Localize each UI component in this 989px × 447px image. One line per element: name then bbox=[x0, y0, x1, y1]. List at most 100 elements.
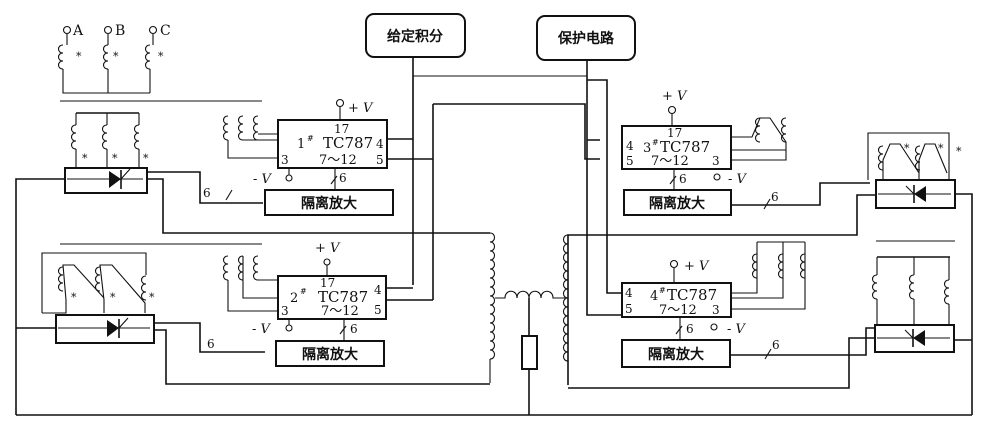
pin-4-label: 4 bbox=[376, 137, 384, 151]
neg-supply-terminal bbox=[713, 173, 721, 181]
pos-supply-label: + V bbox=[315, 241, 341, 256]
bus-label: 6 bbox=[339, 171, 347, 185]
pos-supply-terminal bbox=[323, 258, 331, 266]
isolation-amp-label: 隔离放大 bbox=[649, 195, 705, 212]
tc787-ic-3: + V 17 4 5 3 # TC787 7～12 3 - V 6 隔离放大 6 bbox=[621, 89, 870, 216]
neg-supply-label: - V bbox=[252, 322, 272, 337]
winding-mark: * bbox=[938, 142, 944, 155]
three-phase-input: A * B * C * bbox=[57, 23, 262, 102]
winding-mark: * bbox=[956, 145, 962, 158]
ic-index: 3 bbox=[643, 141, 651, 156]
ic-mark: # bbox=[300, 287, 307, 296]
pos-supply-label: + V bbox=[684, 259, 710, 274]
ic-mark: # bbox=[307, 134, 314, 143]
thyristor-module-4 bbox=[568, 240, 972, 389]
tc787-ic-2: + V 17 2 # TC787 7～12 3 4 5 - V 6 隔离放大 bbox=[222, 241, 433, 367]
thyristor-module-2: * * * 6 bbox=[16, 243, 490, 385]
ic-body bbox=[277, 119, 388, 169]
pin-5-label: 5 bbox=[625, 302, 633, 316]
phase-label-c: C bbox=[160, 23, 171, 39]
ic-part: TC787 bbox=[660, 138, 710, 156]
isolation-amp-label: 隔离放大 bbox=[302, 346, 358, 363]
neg-supply-label: - V bbox=[728, 172, 748, 187]
pin-range-label: 7～12 bbox=[651, 154, 689, 169]
ic-part: TC787 bbox=[318, 288, 368, 306]
svg-text:给定积分: 给定积分 bbox=[387, 28, 443, 45]
protection-circuit-block: 保护电路 bbox=[536, 15, 636, 160]
pin-range-label: 7～12 bbox=[319, 153, 357, 168]
ic-mark: # bbox=[652, 138, 659, 147]
pin-5-label: 5 bbox=[376, 153, 384, 167]
bus-label: 6 bbox=[207, 337, 215, 351]
bus-label: 6 bbox=[203, 186, 211, 200]
pin-17-label: 17 bbox=[320, 276, 335, 290]
bus-label: 6 bbox=[350, 322, 358, 336]
winding-mark: * bbox=[71, 291, 77, 304]
ic-part: TC787 bbox=[667, 286, 717, 304]
winding-mark: * bbox=[143, 152, 149, 165]
thyristor-icon bbox=[905, 185, 926, 203]
isolation-amp-label: 隔离放大 bbox=[648, 346, 704, 363]
thyristor-module-3: * * * bbox=[567, 132, 973, 415]
thyristor-icon bbox=[109, 168, 131, 189]
pin-5-label: 5 bbox=[626, 154, 634, 168]
thyristor-box bbox=[64, 167, 148, 194]
ic-index: 4 bbox=[650, 289, 658, 304]
pin-4-label: 4 bbox=[374, 283, 382, 297]
neg-supply-terminal bbox=[285, 174, 293, 182]
phase-label-b: B bbox=[115, 23, 125, 39]
phase-label-a: A bbox=[72, 23, 84, 39]
winding-mark: * bbox=[76, 50, 82, 63]
thyristor-icon bbox=[107, 317, 129, 338]
neg-supply-terminal bbox=[710, 323, 718, 331]
bus-label: 6 bbox=[686, 322, 694, 336]
ic-mark: # bbox=[659, 286, 666, 295]
pin-3-label: 3 bbox=[712, 154, 720, 168]
svg-text:保护电路: 保护电路 bbox=[557, 30, 615, 47]
terminal-b: B * bbox=[102, 23, 125, 93]
pos-supply-label: + V bbox=[662, 89, 688, 104]
thyristor-icon bbox=[904, 329, 925, 347]
terminal-c: C * bbox=[144, 23, 171, 93]
pin-4-label: 4 bbox=[625, 286, 633, 300]
isolation-amplifier-2 bbox=[275, 340, 385, 367]
neg-supply-terminal bbox=[285, 324, 293, 332]
isolation-amplifier-1 bbox=[264, 189, 394, 216]
ic-index: 1 bbox=[297, 137, 305, 152]
pin-3-label: 3 bbox=[281, 153, 289, 167]
bus-label: 6 bbox=[771, 190, 779, 204]
bus-label: 6 bbox=[772, 338, 780, 352]
winding-mark: * bbox=[112, 152, 118, 165]
load-resistor bbox=[521, 335, 538, 370]
ic-index: 2 bbox=[290, 291, 298, 306]
tc787-ic-1: + V 17 1 # TC787 7～12 3 4 5 - V 6 隔离放大 bbox=[222, 98, 433, 216]
series-inductor bbox=[495, 290, 565, 299]
pos-supply-terminal bbox=[669, 259, 679, 269]
pos-supply-terminal bbox=[667, 105, 677, 115]
thyristor-module-1: * * * 6 bbox=[15, 112, 490, 415]
ic-body bbox=[621, 125, 732, 170]
ic-body bbox=[621, 282, 732, 318]
pin-3-label: 3 bbox=[281, 304, 289, 318]
winding-mark: * bbox=[904, 142, 910, 155]
pin-17-label: 17 bbox=[667, 126, 682, 140]
pos-supply-label: + V bbox=[348, 101, 374, 116]
bus-label: 6 bbox=[679, 172, 687, 186]
ic-part: TC787 bbox=[323, 134, 373, 152]
isolation-amplifier-4 bbox=[621, 339, 731, 368]
isolation-amplifier-3 bbox=[623, 189, 732, 216]
tc787-ic-4: + V 4 5 4 # TC787 7～12 3 - V 6 隔离放大 6 bbox=[621, 241, 875, 368]
pin-range-label: 7～12 bbox=[321, 304, 359, 319]
terminal-a: A * bbox=[57, 23, 150, 94]
ic-body bbox=[277, 275, 387, 320]
winding-mark: * bbox=[113, 50, 119, 63]
output-transformer bbox=[16, 232, 972, 416]
pin-4-label: 4 bbox=[626, 139, 634, 153]
isolation-amp-label: 隔离放大 bbox=[301, 195, 357, 212]
pin-17-label: 17 bbox=[334, 122, 349, 136]
winding-mark: * bbox=[158, 50, 164, 63]
thyristor-box bbox=[55, 314, 155, 344]
winding-mark: * bbox=[110, 291, 116, 304]
neg-supply-label: - V bbox=[253, 172, 273, 187]
